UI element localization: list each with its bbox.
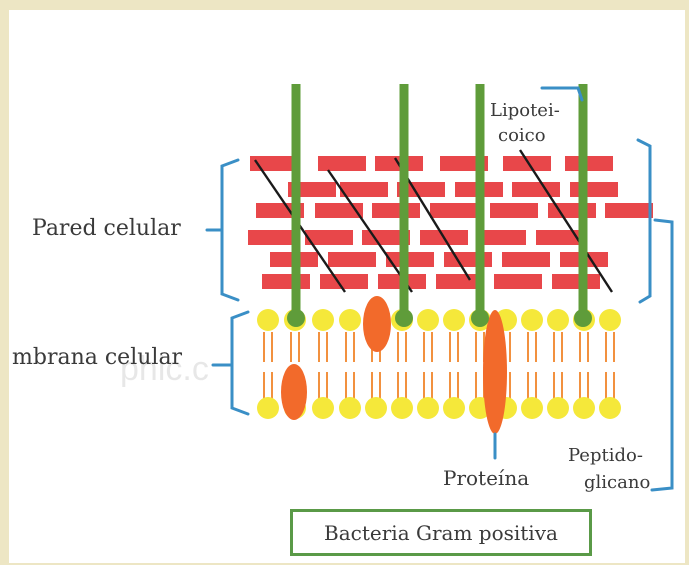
lipid-head-outer (417, 309, 439, 331)
peptidoglycan-unit (444, 252, 492, 267)
lipid-head-inner (339, 397, 361, 419)
teichoic-acid-anchor (471, 309, 489, 327)
membrane-protein-transmembrane (483, 310, 507, 434)
lipid-head-outer (339, 309, 361, 331)
lipid-head-outer (599, 309, 621, 331)
teichoic-acid-anchor (395, 309, 413, 327)
lipid-head-inner (521, 397, 543, 419)
membrane-protein-left (281, 364, 307, 420)
lipid-head-outer (443, 309, 465, 331)
lipid-head-inner (312, 397, 334, 419)
right-wall-bracket (638, 140, 650, 302)
title-box: Bacteria Gram positiva (290, 509, 592, 556)
peptidoglycan-unit (503, 156, 551, 171)
lipid-head-inner (599, 397, 621, 419)
pared-celular-label: Pared celular (32, 216, 181, 241)
peptidoglycan-unit (320, 274, 368, 289)
crosslink-line (520, 150, 612, 292)
pared-celular-bracket (207, 160, 238, 300)
membrane-protein-top (363, 296, 391, 352)
lipid-head-inner (573, 397, 595, 419)
peptidoglycan-unit (494, 274, 542, 289)
peptidoglycan-unit (502, 252, 550, 267)
peptidoglycan-unit (328, 252, 376, 267)
peptidoglycan-unit (372, 203, 420, 218)
peptidoglycan-unit (248, 230, 296, 245)
teichoic-acid-anchor (574, 309, 592, 327)
lipid-head-inner (391, 397, 413, 419)
lipid-head-outer (312, 309, 334, 331)
peptidoglicano-label-line1: Peptido- (568, 445, 643, 466)
peptidoglycan-unit (570, 182, 618, 197)
lipid-head-outer (521, 309, 543, 331)
lipid-head-inner (365, 397, 387, 419)
lipid-head-inner (443, 397, 465, 419)
peptidoglycan-unit (430, 203, 478, 218)
peptidoglycan-unit (565, 156, 613, 171)
peptidoglycan-unit (512, 182, 560, 197)
peptidoglicano-label-line2: glicano (584, 472, 650, 493)
proteina-label: Proteína (443, 466, 529, 490)
membrana-celular-bracket (213, 312, 248, 414)
peptide-crosslinks (255, 150, 612, 292)
lipoteicoico-leader (542, 88, 582, 100)
peptidoglycan-unit (262, 274, 310, 289)
peptidoglycan-unit (605, 203, 653, 218)
lipid-head-inner (257, 397, 279, 419)
teichoic-acid-anchor (287, 309, 305, 327)
membrana-celular-label: mbrana celular (12, 345, 182, 370)
peptidoglycan-unit (552, 274, 600, 289)
peptidoglycan-unit (340, 182, 388, 197)
peptidoglycan-unit (490, 203, 538, 218)
cell-membrane-bilayer (257, 309, 621, 419)
peptidoglicano-bracket (652, 220, 672, 490)
lipid-head-inner (547, 397, 569, 419)
lipid-head-outer (547, 309, 569, 331)
diagram-title: Bacteria Gram positiva (293, 521, 589, 545)
lipoteicoico-label-line2: coico (498, 125, 546, 146)
peptidoglycan-unit (318, 156, 366, 171)
peptidoglycan-unit (478, 230, 526, 245)
lipid-head-outer (257, 309, 279, 331)
lipoteicoico-label-line1: Lipotei- (490, 100, 560, 121)
peptidoglycan-wall (248, 156, 653, 289)
lipid-head-inner (417, 397, 439, 419)
